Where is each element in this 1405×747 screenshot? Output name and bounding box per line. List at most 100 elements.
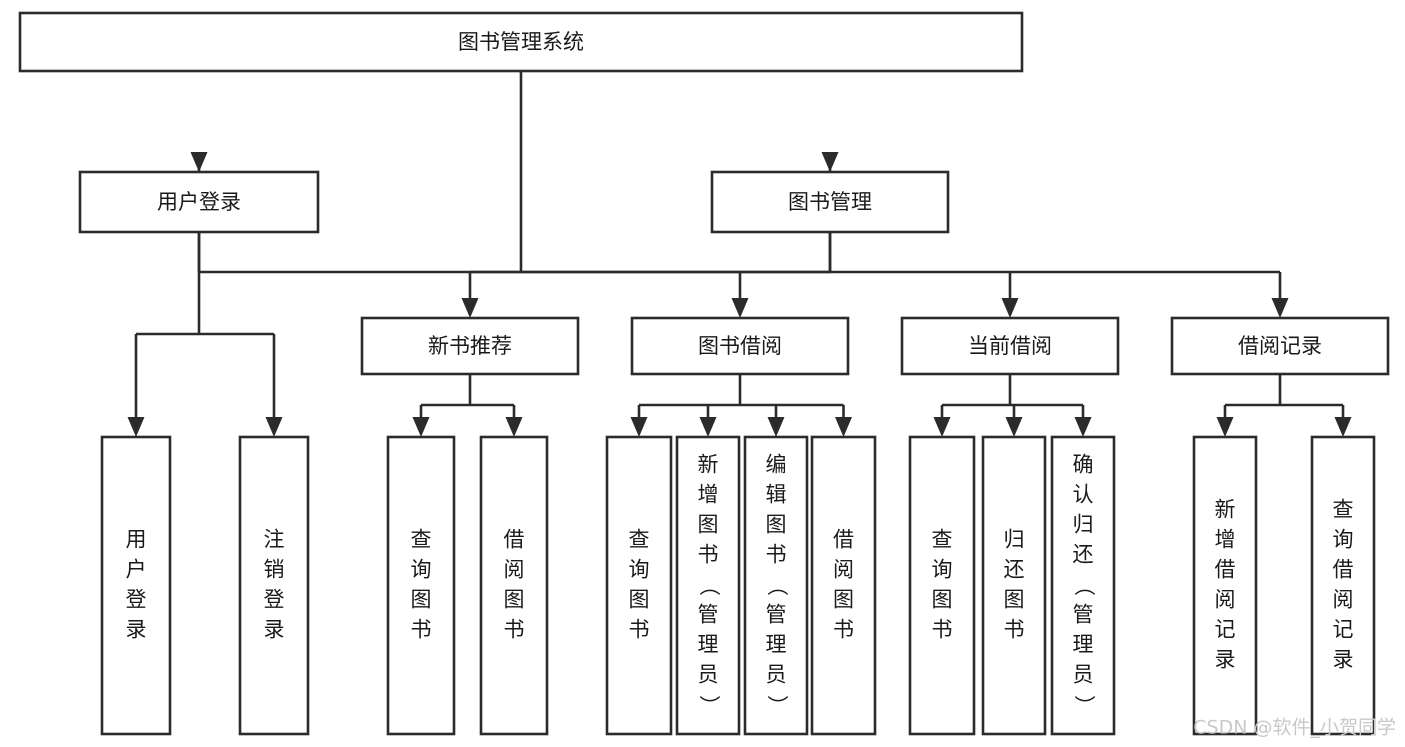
node-label-char: 查 [629, 528, 650, 552]
node-user-login-do[interactable]: 用户登录 [100, 435, 172, 736]
node-label-char: 注 [264, 528, 285, 552]
node-label-char: 查 [411, 528, 432, 552]
node-label-char: 户 [126, 558, 147, 582]
node-label-char: 书 [411, 618, 432, 642]
node-label-char: 增 [698, 483, 719, 507]
node-label-char: 记 [1215, 618, 1236, 642]
node-label-char: 查 [1333, 498, 1354, 522]
node-borrow-record[interactable]: 借阅记录 [1170, 316, 1390, 376]
node-label-char: 书 [504, 618, 525, 642]
node-box [1170, 316, 1390, 376]
node-new-book-recommend[interactable]: 新书推荐 [360, 316, 580, 376]
node-label-char: 阅 [1215, 588, 1236, 612]
node-box [18, 11, 1024, 73]
node-label-char: 询 [411, 558, 432, 582]
node-label-char: 阅 [1333, 588, 1354, 612]
node-label-char: ） [1072, 695, 1096, 716]
node-label-char: 记 [1333, 618, 1354, 642]
node-label-char: 书 [833, 618, 854, 642]
node-box [238, 435, 310, 736]
node-label-char: 阅 [504, 558, 525, 582]
arrow-down-icon [1005, 417, 1023, 437]
arrow-down-icon [412, 417, 430, 437]
node-box [386, 435, 456, 736]
node-label-char: 管 [698, 603, 719, 627]
arrow-down-icon [1334, 417, 1352, 437]
node-label-char: 询 [932, 558, 953, 582]
node-label-char: 录 [1215, 648, 1236, 672]
node-label-char: 新 [698, 453, 719, 477]
node-box [908, 435, 976, 736]
arrow-down-icon [1216, 417, 1234, 437]
node-box [1192, 435, 1258, 736]
node-label-char: 确 [1073, 453, 1094, 477]
node-label: 新书推荐 [428, 334, 512, 358]
node-box [810, 435, 877, 736]
node-label-char: 用 [126, 528, 147, 552]
node-label-char: 录 [1333, 648, 1354, 672]
node-label-char: 图 [698, 513, 719, 537]
node-label-char: 管 [766, 603, 787, 627]
node-label-char: 新 [1215, 498, 1236, 522]
node-label-char: 借 [1215, 558, 1236, 582]
node-box [605, 435, 673, 736]
node-label: 图书借阅 [698, 334, 782, 358]
node-label-char: ） [765, 695, 789, 716]
node-label-char: 归 [1004, 528, 1025, 552]
node-user-login[interactable]: 用户登录 [78, 170, 320, 234]
node-box [78, 170, 320, 234]
node-box [100, 435, 172, 736]
node-label-char: 图 [1004, 588, 1025, 612]
node-root[interactable]: 图书管理系统 [18, 11, 1024, 73]
arrow-down-icon [127, 417, 145, 437]
node-label: 用户登录 [157, 190, 241, 214]
arrow-down-icon [1271, 298, 1289, 318]
node-label-char: 编 [766, 453, 787, 477]
arrow-down-icon [699, 417, 717, 437]
node-label: 当前借阅 [968, 334, 1052, 358]
node-label-char: （ [765, 575, 789, 596]
node-current-borrow[interactable]: 当前借阅 [900, 316, 1120, 376]
node-label-char: 询 [629, 558, 650, 582]
node-label-char: 员 [698, 663, 719, 687]
arrow-down-icon [1074, 417, 1092, 437]
arrow-down-icon [630, 417, 648, 437]
node-label-char: 查 [932, 528, 953, 552]
node-label-char: 还 [1004, 558, 1025, 582]
node-book-borrow[interactable]: 图书借阅 [630, 316, 850, 376]
node-label-char: 借 [1333, 558, 1354, 582]
node-label-char: 还 [1073, 543, 1094, 567]
node-book-manage[interactable]: 图书管理 [710, 170, 950, 234]
node-label-char: 询 [1333, 528, 1354, 552]
node-label-char: 借 [504, 528, 525, 552]
nodes-layer: 图书管理系统用户登录图书管理用户登录注销登录新书推荐查询图书借阅图书图书借阅查询… [18, 11, 1390, 736]
node-label-char: 销 [264, 558, 285, 582]
node-label-char: 书 [698, 543, 719, 567]
node-label-char: 图 [411, 588, 432, 612]
node-label-char: 认 [1073, 483, 1094, 507]
node-label-char: 员 [1073, 663, 1094, 687]
node-label-char: 归 [1073, 513, 1094, 537]
node-label-char: 管 [1073, 603, 1094, 627]
node-label: 图书管理 [788, 190, 872, 214]
arrow-down-icon [1001, 298, 1019, 318]
node-box [630, 316, 850, 376]
node-label-char: 员 [766, 663, 787, 687]
node-box [1310, 435, 1376, 736]
node-box [710, 170, 950, 234]
connectors-layer [127, 71, 1352, 437]
